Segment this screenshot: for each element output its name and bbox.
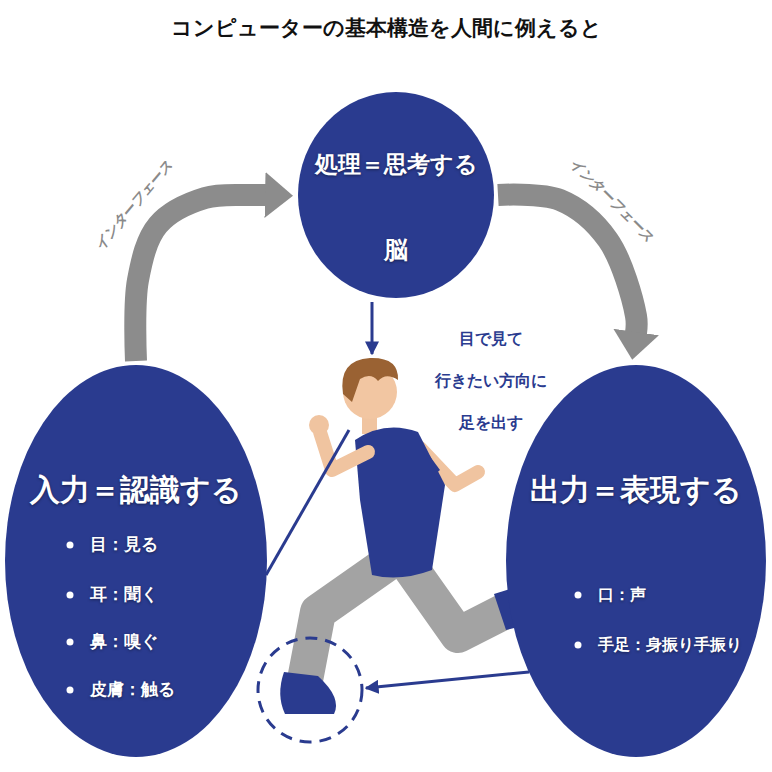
- list-item: 鼻：嗅ぐ: [90, 632, 158, 652]
- annotation-note: 目で見て 行きたい方向に 足を出す: [428, 318, 553, 444]
- bullet-dot: [67, 687, 74, 694]
- interface-arrow: [135, 195, 266, 361]
- bullet-dot: [67, 542, 74, 549]
- list-item: 口：声: [598, 585, 646, 604]
- node-heading: 入力＝認識する: [30, 472, 242, 508]
- leader-arrow: [366, 672, 529, 688]
- output-ellipse: 出力＝表現する口：声手足：身振り手振り: [506, 365, 766, 757]
- process-ellipse: 処理＝思考する脳: [298, 92, 494, 298]
- bullet-dot: [67, 639, 74, 646]
- diagram-title: コンピューターの基本構造を人間に例えると: [0, 14, 772, 42]
- ellipse-fill: [5, 365, 267, 757]
- ellipse-outline: [506, 365, 766, 757]
- leader-line: [266, 430, 349, 575]
- list-item: 手足：身振り手振り: [598, 635, 742, 654]
- ellipse-outline: [298, 92, 494, 298]
- list-item: 目：見る: [90, 535, 158, 555]
- input-ellipse: 入力＝認識する目：見る耳：聞く鼻：嗅ぐ皮膚：触る: [5, 365, 267, 757]
- bullet-dot: [67, 592, 74, 599]
- leader-arrow: [371, 302, 374, 354]
- node-heading: 出力＝表現する: [530, 472, 742, 508]
- node-heading: 処理＝思考する: [315, 151, 478, 178]
- node-subtext: 脳: [384, 236, 408, 265]
- list-item: 耳：聞く: [90, 585, 158, 605]
- list-item: 皮膚：触る: [90, 680, 175, 700]
- bullet-dot: [575, 642, 582, 649]
- ellipse-fill: [506, 365, 766, 757]
- ellipse-fill: [298, 92, 494, 298]
- bullet-dot: [575, 592, 582, 599]
